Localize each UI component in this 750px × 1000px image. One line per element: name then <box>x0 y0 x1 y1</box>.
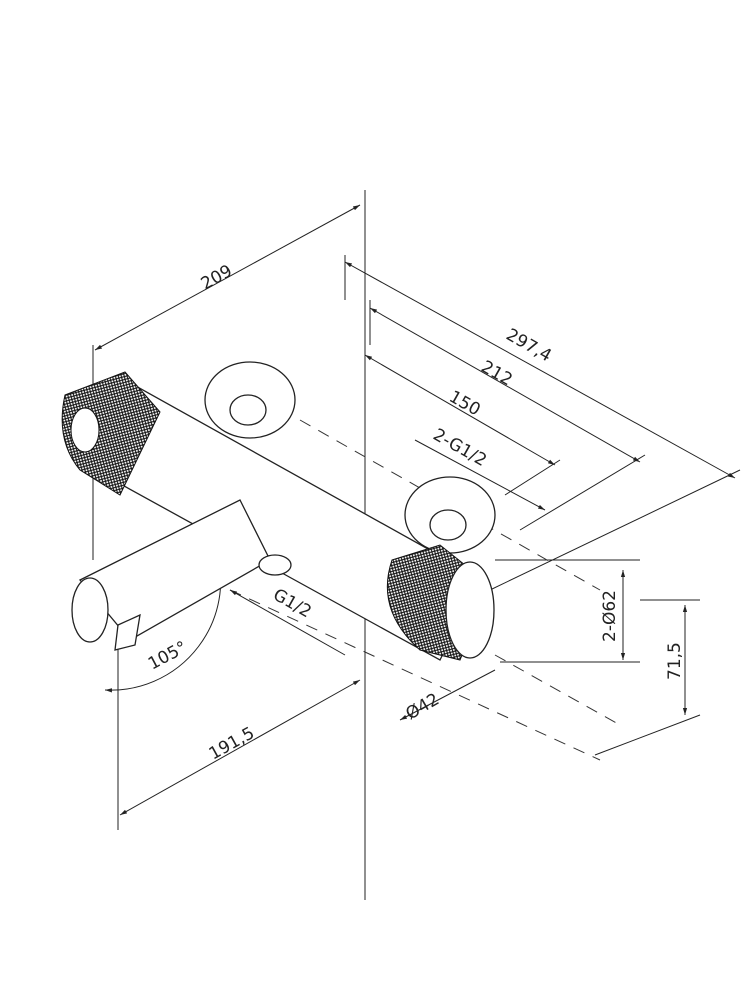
dim-209: 209 <box>198 261 236 294</box>
handle-right-end <box>445 561 495 659</box>
dim-d42: Ø42 <box>403 690 443 725</box>
faucet <box>61 361 496 661</box>
dim-150: 150 <box>446 387 484 420</box>
dim-191-5: 191,5 <box>206 723 258 764</box>
dimension-lines <box>94 204 736 816</box>
spout-aerator <box>114 613 141 651</box>
handle-left-knurled <box>61 371 161 496</box>
dim-212: 212 <box>478 357 516 390</box>
spout <box>78 499 271 641</box>
dim-2-d62: 2-Ø62 <box>600 590 620 642</box>
inlet-nut-right <box>429 509 467 541</box>
inlet-nut-left <box>229 394 267 426</box>
dim-297-4: 297,4 <box>503 325 555 366</box>
dim-71-5: 71,5 <box>665 642 685 680</box>
handle-left-indicator <box>70 407 100 453</box>
spout-end <box>71 577 109 643</box>
hose-outlet <box>258 554 292 576</box>
dim-105-deg: 105° <box>145 638 191 675</box>
